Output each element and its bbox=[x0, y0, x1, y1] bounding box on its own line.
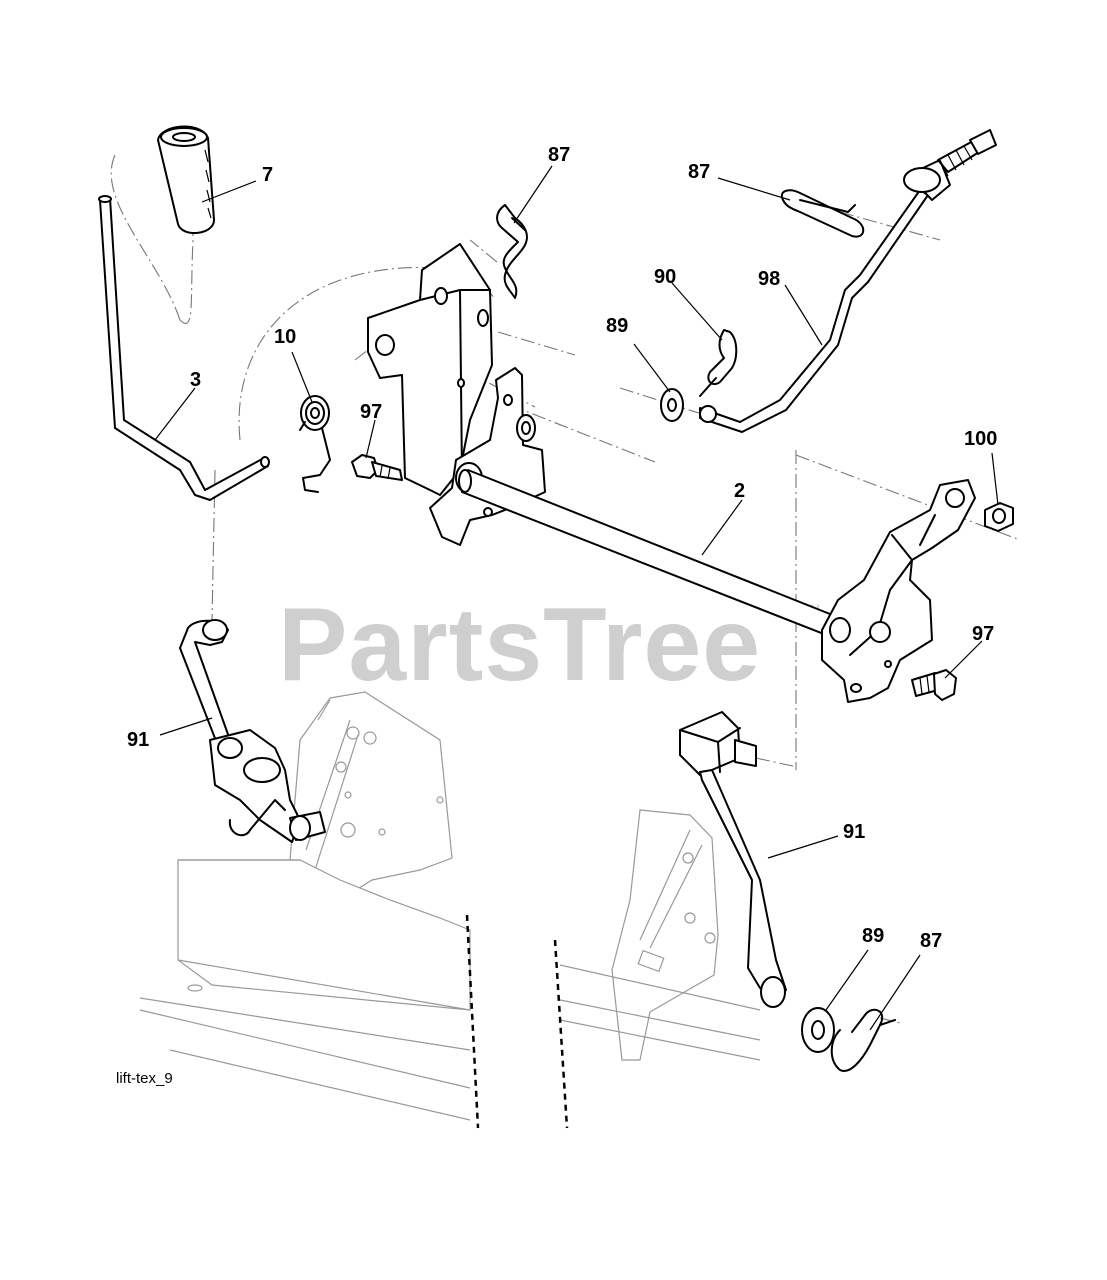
callout-7: 7 bbox=[262, 164, 273, 186]
part-7-handle-grip[interactable] bbox=[157, 125, 215, 234]
part-91-lift-link-left[interactable] bbox=[179, 619, 326, 843]
callout-89-bottom: 89 bbox=[862, 925, 884, 947]
part-97-bolt-right[interactable] bbox=[911, 669, 957, 701]
diagram-caption: lift-tex_9 bbox=[116, 1070, 173, 1087]
callout-100: 100 bbox=[964, 428, 997, 450]
part-89-washer-top[interactable] bbox=[660, 388, 684, 422]
callout-87-bottom: 87 bbox=[920, 930, 942, 952]
callout-87-top-right: 87 bbox=[688, 161, 710, 183]
callout-3: 3 bbox=[190, 369, 201, 391]
leader-lines bbox=[154, 165, 999, 1031]
callout-97-right: 97 bbox=[972, 623, 994, 645]
callout-87-top-center: 87 bbox=[548, 144, 570, 166]
part-87-clip-top-center[interactable] bbox=[496, 204, 528, 299]
callout-91-left: 91 bbox=[127, 729, 149, 751]
part-97-bolt-left[interactable] bbox=[351, 454, 403, 481]
callout-98: 98 bbox=[758, 268, 780, 290]
lift-arm-right[interactable] bbox=[821, 479, 976, 703]
mower-deck-outline bbox=[139, 691, 761, 1129]
part-87-clip-top-right[interactable] bbox=[780, 189, 865, 238]
callout-90: 90 bbox=[654, 266, 676, 288]
callout-91-right: 91 bbox=[843, 821, 865, 843]
part-98-lift-rod[interactable] bbox=[699, 129, 997, 433]
part-10-spring[interactable] bbox=[299, 395, 331, 493]
watermark-logo: PartsTree bbox=[278, 587, 761, 703]
callout-89-top: 89 bbox=[606, 315, 628, 337]
part-100-nut[interactable] bbox=[984, 502, 1014, 532]
part-90-clip[interactable] bbox=[699, 329, 738, 397]
callout-labels: 7 87 87 90 98 89 10 3 97 100 2 97 91 91 … bbox=[127, 144, 997, 952]
part-91-lift-link-right[interactable] bbox=[679, 711, 787, 1008]
callout-97-left: 97 bbox=[360, 401, 382, 423]
callout-2: 2 bbox=[734, 480, 745, 502]
part-3-lift-lever[interactable] bbox=[98, 195, 270, 501]
callout-10: 10 bbox=[274, 326, 296, 348]
part-89-washer-bottom[interactable] bbox=[801, 1007, 835, 1053]
part-87-clip-bottom[interactable] bbox=[830, 1008, 896, 1072]
